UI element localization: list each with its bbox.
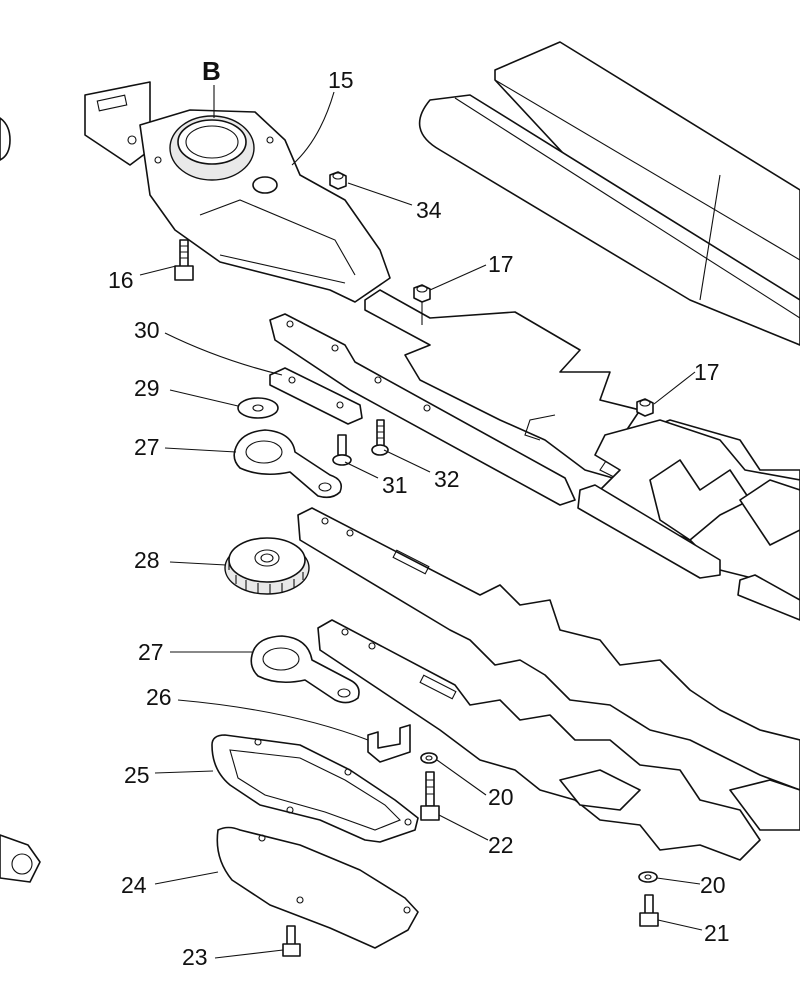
bolt-32 — [371, 419, 389, 456]
label-27b: 27 — [138, 639, 164, 665]
bracket-26 — [367, 724, 411, 763]
lower-blade — [317, 619, 800, 861]
label-25: 25 — [124, 762, 150, 788]
washer-29 — [237, 397, 279, 419]
plate-30 — [269, 313, 800, 621]
nut-17a — [413, 284, 431, 325]
label-32: 32 — [434, 466, 460, 492]
washer-20a — [420, 752, 438, 764]
gear-28 — [224, 537, 310, 595]
cover-24 — [216, 826, 419, 949]
leader-lines — [139, 85, 703, 959]
label-34: 34 — [416, 197, 442, 223]
bolt-31 — [332, 434, 352, 466]
connecting-rod-27a — [233, 429, 343, 499]
nut-17b — [636, 398, 654, 417]
gasket-25 — [211, 734, 419, 843]
nut-34 — [329, 171, 347, 190]
label-21: 21 — [704, 920, 730, 946]
plate-small — [269, 367, 363, 425]
bolt-21 — [639, 894, 659, 927]
label-26: 26 — [146, 684, 172, 710]
label-view-b: B — [202, 56, 221, 86]
washer-20b — [638, 871, 658, 883]
label-31: 31 — [382, 472, 408, 498]
bolt-22 — [420, 771, 440, 821]
bolt-16 — [174, 239, 194, 281]
label-17b: 17 — [694, 359, 720, 385]
middle-blade — [297, 507, 800, 791]
label-28: 28 — [134, 547, 160, 573]
connecting-rod-27b — [250, 635, 360, 704]
label-20a: 20 — [488, 784, 514, 810]
label-15: 15 — [328, 67, 354, 93]
label-22: 22 — [488, 832, 514, 858]
part-labels: B 15 34 16 17 17 30 29 27 31 32 28 27 26… — [108, 56, 730, 970]
label-27a: 27 — [134, 434, 160, 460]
label-23: 23 — [182, 944, 208, 970]
left-edge-parts — [0, 117, 41, 883]
label-16: 16 — [108, 267, 134, 293]
label-24: 24 — [121, 872, 147, 898]
label-29: 29 — [134, 375, 160, 401]
bolt-23 — [282, 925, 301, 957]
gear-case — [84, 81, 391, 303]
label-17a: 17 — [488, 251, 514, 277]
label-30: 30 — [134, 317, 160, 343]
label-20b: 20 — [700, 872, 726, 898]
blade-cover — [418, 41, 800, 346]
right-blade-assembly — [589, 419, 800, 601]
